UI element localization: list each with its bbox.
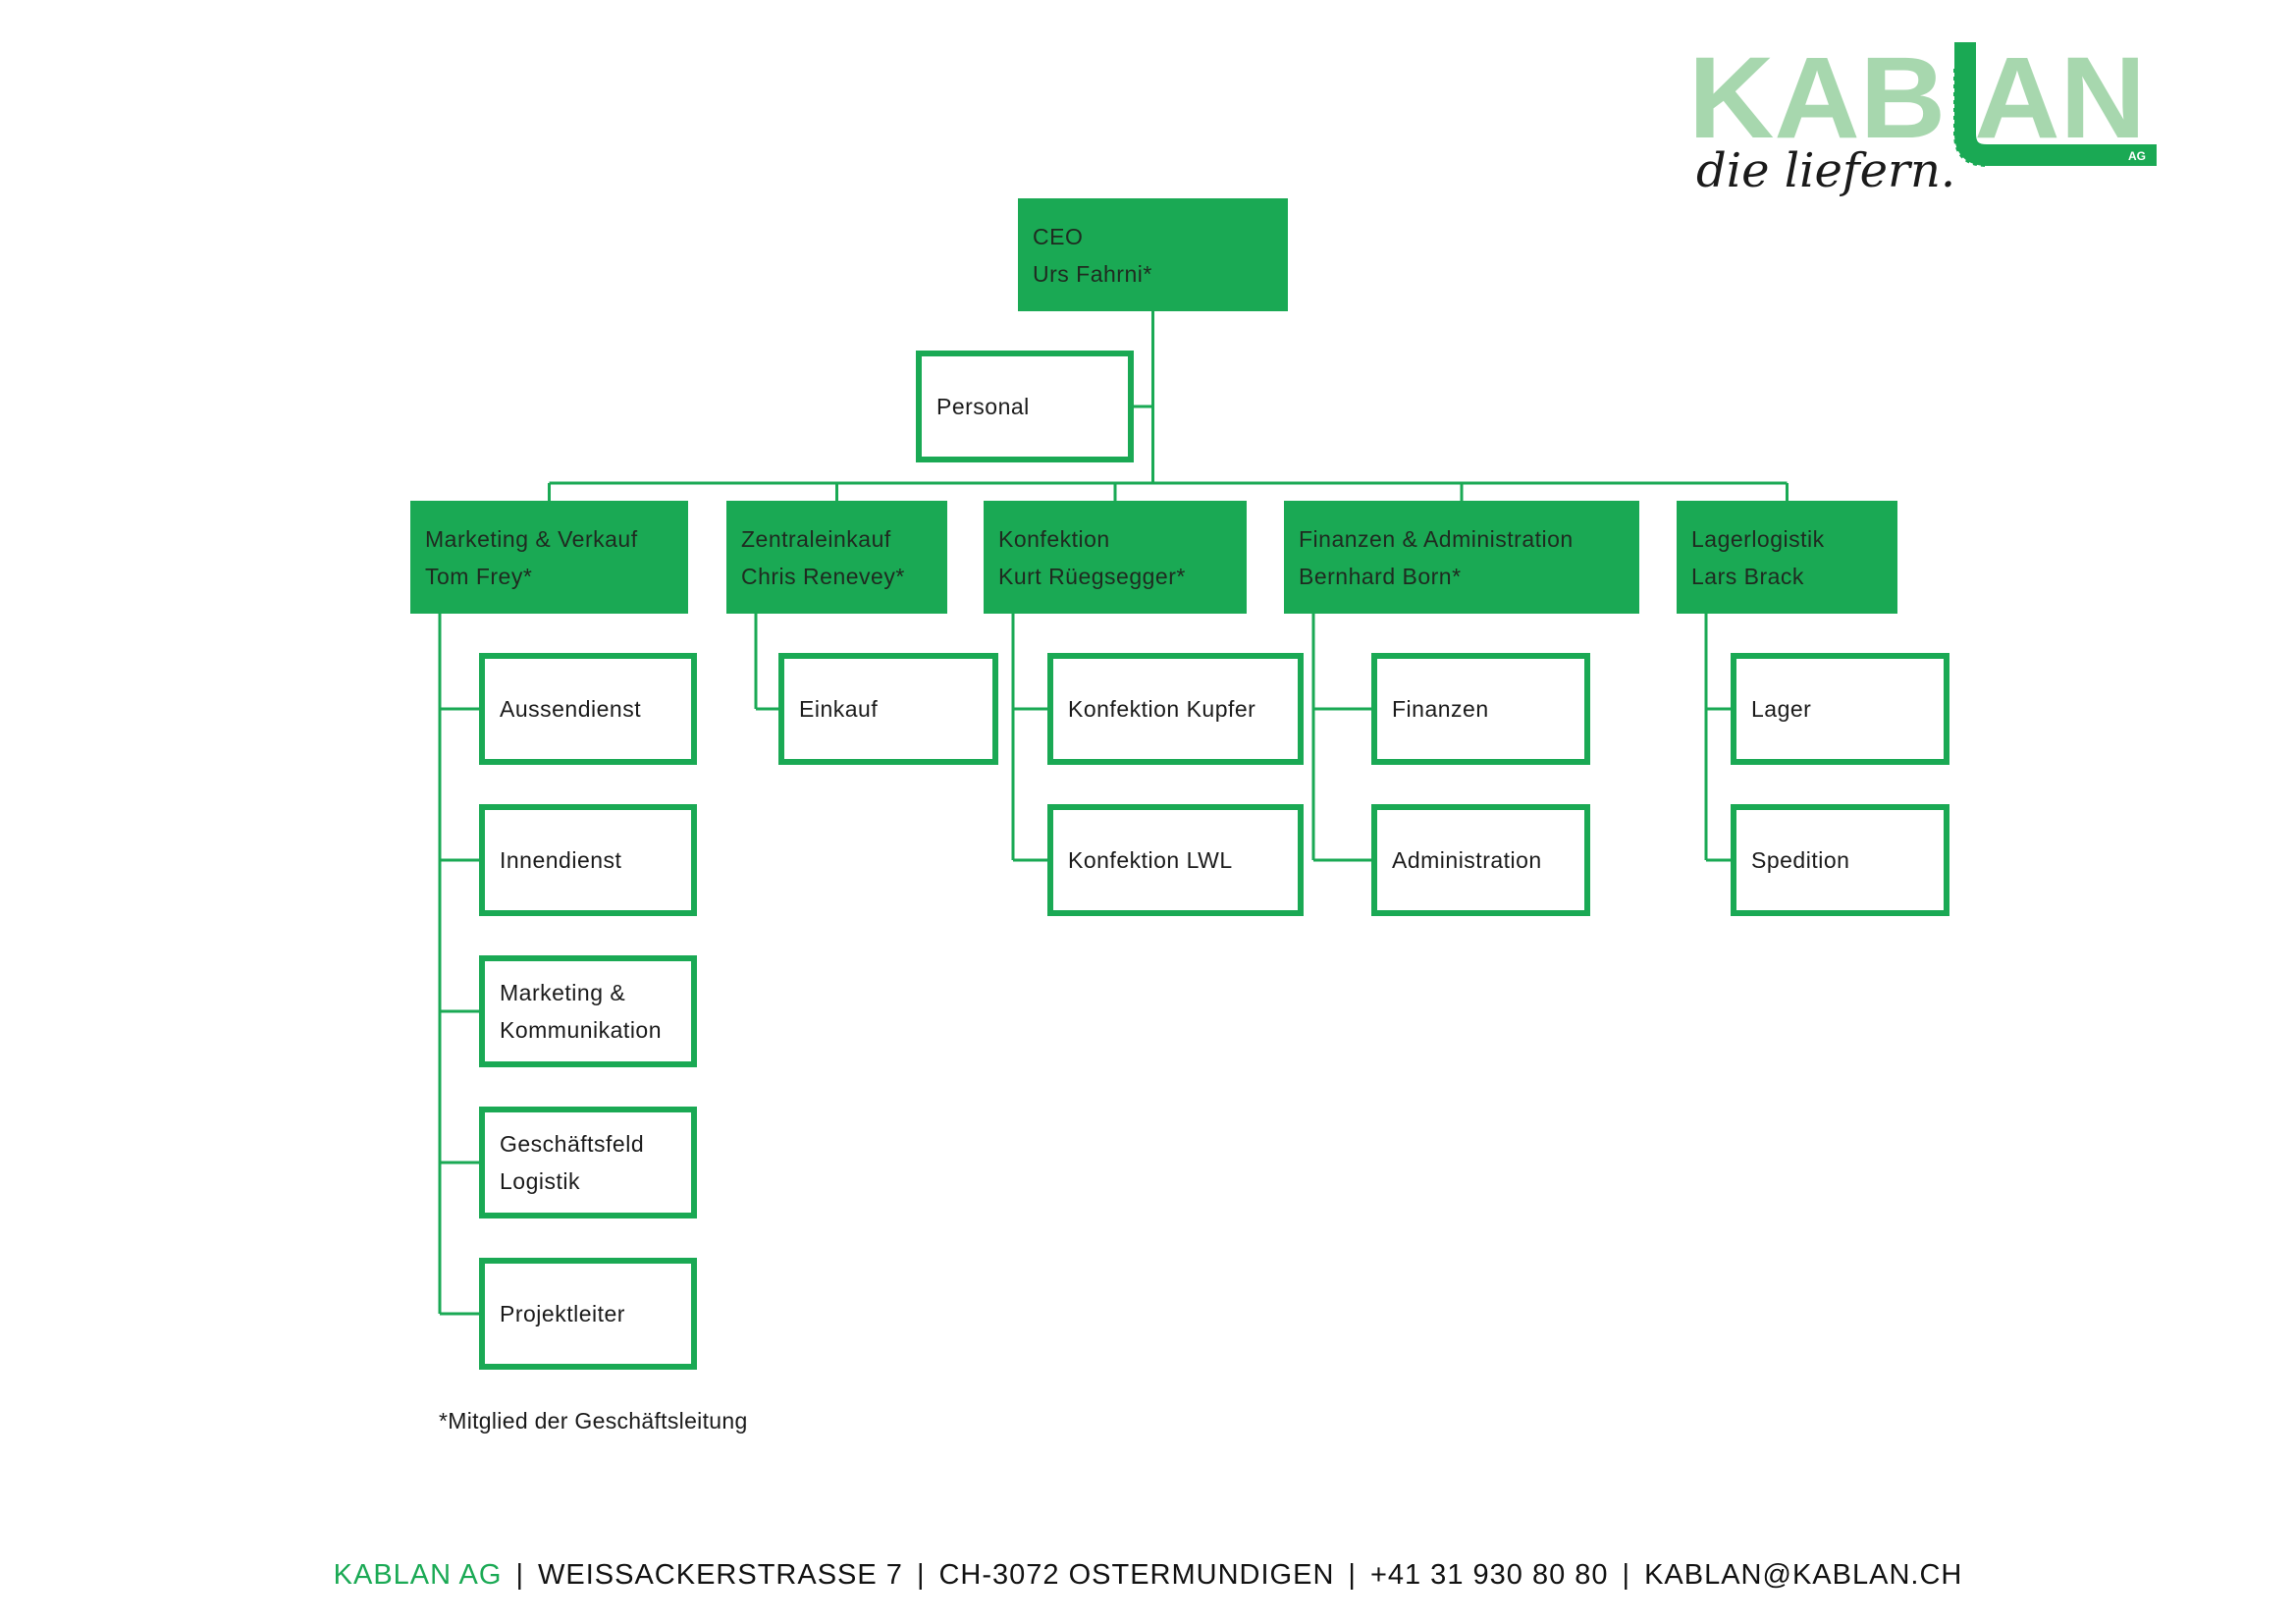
unit-finanzen: Finanzen bbox=[1371, 653, 1590, 765]
kablan-logo: KAB AN AG die liefern. bbox=[1688, 39, 2157, 198]
unit-label-line1: Geschäftsfeld bbox=[500, 1131, 645, 1157]
footer-company: KABLAN AG bbox=[333, 1559, 503, 1591]
footer-phone: +41 31 930 80 80 bbox=[1369, 1559, 1609, 1591]
footnote: *Mitglied der Geschäftsleitung bbox=[439, 1408, 748, 1434]
unit-label: Projektleiter bbox=[500, 1301, 625, 1326]
unit-projektleiter: Projektleiter bbox=[479, 1258, 697, 1370]
logo-cable-mark bbox=[1954, 42, 2157, 166]
ceo-box: CEO Urs Fahrni* bbox=[1018, 198, 1288, 311]
dept-head: Lars Brack bbox=[1691, 563, 1804, 589]
dept-title: Lagerlogistik bbox=[1691, 525, 1825, 552]
dept-marketing-verkauf: Marketing & Verkauf Tom Frey* bbox=[410, 501, 688, 614]
unit-aussendienst: Aussendienst bbox=[479, 653, 697, 765]
personal-box: Personal bbox=[916, 351, 1134, 462]
dept-head: Kurt Rüegsegger* bbox=[998, 563, 1186, 589]
personal-label: Personal bbox=[936, 394, 1030, 419]
dept-head: Bernhard Born* bbox=[1299, 563, 1462, 589]
unit-label-line2: Kommunikation bbox=[500, 1017, 663, 1043]
unit-label: Einkauf bbox=[799, 696, 879, 722]
dept-title: Zentraleinkauf bbox=[741, 525, 891, 552]
unit-label: Konfektion LWL bbox=[1068, 847, 1233, 873]
footer-contact: KABLAN AG|WEISSACKERSTRASSE 7|CH-3072 OS… bbox=[333, 1559, 1963, 1591]
logo-badge bbox=[2124, 145, 2150, 165]
unit-konfektion-kupfer: Konfektion Kupfer bbox=[1047, 653, 1304, 765]
dept-head: Tom Frey* bbox=[425, 563, 533, 589]
footer-city: CH-3072 OSTERMUNDIGEN bbox=[938, 1559, 1335, 1591]
unit-label: Konfektion Kupfer bbox=[1068, 696, 1256, 722]
dept-title: Marketing & Verkauf bbox=[425, 525, 638, 552]
unit-lager: Lager bbox=[1731, 653, 1949, 765]
dept-title: Finanzen & Administration bbox=[1299, 525, 1574, 552]
dept-finanzen-administration: Finanzen & Administration Bernhard Born* bbox=[1284, 501, 1639, 614]
footer-address: WEISSACKERSTRASSE 7 bbox=[538, 1559, 903, 1591]
dept-head: Chris Renevey* bbox=[741, 563, 905, 589]
unit-label: Spedition bbox=[1751, 847, 1850, 873]
logo-tagline: die liefern. bbox=[1696, 143, 1955, 198]
dept-zentraleinkauf: Zentraleinkauf Chris Renevey* bbox=[726, 501, 947, 614]
unit-label: Innendienst bbox=[500, 847, 622, 873]
dept-title: Konfektion bbox=[998, 525, 1110, 552]
unit-einkauf: Einkauf bbox=[778, 653, 998, 765]
dept-lagerlogistik: Lagerlogistik Lars Brack bbox=[1677, 501, 1897, 614]
unit-label-line1: Marketing & bbox=[500, 980, 626, 1005]
dept-konfektion: Konfektion Kurt Rüegsegger* bbox=[984, 501, 1247, 614]
unit-label: Finanzen bbox=[1392, 696, 1489, 722]
unit-geschaeftsfeld-logistik: Geschäftsfeld Logistik bbox=[479, 1107, 697, 1218]
unit-administration: Administration bbox=[1371, 804, 1590, 916]
logo-wordmark: KAB AN bbox=[1688, 39, 2146, 163]
ceo-title: CEO bbox=[1033, 223, 1084, 249]
unit-label-line2: Logistik bbox=[500, 1168, 580, 1194]
footer-email: KABLAN@KABLAN.CH bbox=[1644, 1559, 1963, 1591]
unit-label: Lager bbox=[1751, 696, 1812, 722]
unit-label: Aussendienst bbox=[500, 696, 642, 722]
unit-spedition: Spedition bbox=[1731, 804, 1949, 916]
ceo-name: Urs Fahrni* bbox=[1033, 260, 1152, 287]
unit-label: Administration bbox=[1392, 847, 1542, 873]
unit-innendienst: Innendienst bbox=[479, 804, 697, 916]
unit-marketing-kommunikation: Marketing & Kommunikation bbox=[479, 955, 697, 1067]
logo-badge-text: AG bbox=[2128, 149, 2146, 163]
unit-konfektion-lwl: Konfektion LWL bbox=[1047, 804, 1304, 916]
